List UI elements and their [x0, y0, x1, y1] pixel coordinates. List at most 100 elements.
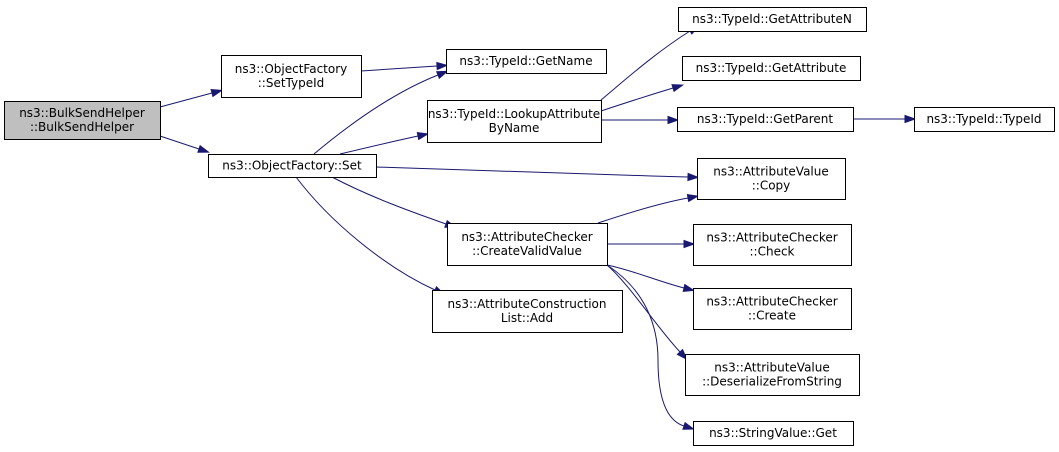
node-label: ns3::TypeId::GetAttribute — [696, 61, 847, 75]
node-box — [697, 158, 846, 200]
arrowhead — [682, 421, 695, 430]
node-box — [678, 7, 867, 32]
node-box — [221, 55, 362, 98]
edge-settypeid-to-getname — [360, 61, 449, 72]
node-label: ns3::BulkSendHelper — [19, 106, 145, 120]
node-box — [914, 107, 1055, 132]
node-create[interactable]: ns3::AttributeChecker::Create — [693, 288, 852, 330]
edge-line — [606, 264, 685, 289]
edge-line — [360, 65, 438, 72]
edge-bulk-to-settypeid — [159, 89, 224, 108]
arrowhead — [210, 89, 224, 98]
edge-createvalid-to-deser — [606, 264, 688, 361]
arrowhead — [683, 239, 696, 249]
node-box — [693, 288, 852, 330]
edge-line — [375, 166, 689, 178]
node-getname[interactable]: ns3::TypeId::GetName — [446, 49, 607, 74]
node-createvalid[interactable]: ns3::AttributeChecker::CreateValidValue — [447, 223, 608, 266]
edge-set-to-createvalid — [331, 176, 457, 228]
call-edges — [159, 24, 917, 430]
edge-line — [159, 92, 213, 108]
edge-lookup-to-getattr — [600, 84, 685, 112]
node-typeid[interactable]: ns3::TypeId::TypeId — [914, 107, 1055, 132]
node-deser[interactable]: ns3::AttributeValue::DeserializeFromStri… — [685, 354, 860, 396]
node-label: ::Copy — [752, 179, 791, 193]
node-label: ns3::AttributeChecker — [706, 295, 837, 309]
node-label: ns3::AttributeValue — [713, 165, 829, 179]
edge-lookup-to-getparent — [601, 115, 680, 125]
node-label: ns3::TypeId::GetAttributeN — [692, 12, 852, 26]
edge-createvalid-to-copy — [597, 193, 700, 224]
edge-set-to-getname — [313, 70, 449, 155]
node-box — [427, 100, 602, 143]
edge-line — [159, 135, 200, 150]
node-getattr[interactable]: ns3::TypeId::GetAttribute — [682, 56, 861, 81]
node-label: ns3::AttributeChecker — [706, 231, 837, 245]
node-strget[interactable]: ns3::StringValue::Get — [693, 421, 854, 446]
arrowhead — [435, 70, 449, 80]
node-box — [447, 223, 608, 266]
node-label: ns3::TypeId::TypeId — [926, 112, 1041, 126]
node-box — [446, 49, 607, 74]
edge-line — [606, 264, 681, 353]
edge-line — [600, 30, 691, 101]
node-label: ns3::AttributeConstruction — [448, 297, 607, 311]
arrowhead — [671, 84, 685, 93]
arrowhead — [682, 283, 696, 292]
node-label: ::Check — [750, 245, 795, 259]
node-getattrn[interactable]: ns3::TypeId::GetAttributeN — [678, 7, 867, 32]
node-box — [685, 354, 860, 396]
node-bulk[interactable]: ns3::BulkSendHelper::BulkSendHelper — [4, 101, 161, 140]
edge-createvalid-to-strget — [606, 264, 695, 430]
arrowhead — [687, 172, 700, 182]
arrowhead — [667, 115, 680, 125]
node-label: ::SetTypeId — [258, 76, 325, 90]
arrowhead — [676, 348, 688, 361]
node-label: ns3::TypeId::LookupAttribute — [428, 107, 600, 121]
node-copy[interactable]: ns3::AttributeValue::Copy — [697, 158, 846, 200]
node-box — [693, 421, 854, 446]
node-label: ns3::StringValue::Get — [709, 426, 837, 440]
edge-line — [339, 135, 419, 155]
edge-getparent-to-typeid — [853, 114, 917, 124]
edge-line — [600, 87, 674, 112]
node-box — [208, 154, 377, 178]
edge-set-to-lookup — [339, 132, 430, 155]
node-settypeid[interactable]: ns3::ObjectFactory::SetTypeId — [221, 55, 362, 98]
node-label: ns3::AttributeValue — [714, 361, 830, 375]
edge-line — [313, 74, 439, 155]
node-box — [693, 224, 852, 266]
function-nodes: ns3::BulkSendHelper::BulkSendHelperns3::… — [4, 7, 1055, 446]
node-label: ns3::AttributeChecker — [461, 230, 592, 244]
node-label: ns3::ObjectFactory::Set — [222, 159, 362, 173]
arrowhead — [416, 132, 430, 141]
edge-line — [597, 197, 689, 224]
edge-createvalid-to-create — [606, 264, 696, 292]
node-label: ::DeserializeFromString — [702, 375, 842, 389]
node-label: ::BulkSendHelper — [30, 120, 134, 134]
arrowhead — [686, 193, 700, 203]
node-set[interactable]: ns3::ObjectFactory::Set — [208, 154, 377, 178]
node-label: ByName — [489, 121, 540, 135]
node-label: ::Create — [748, 309, 796, 323]
node-label: List::Add — [501, 311, 553, 325]
node-label: ::CreateValidValue — [472, 244, 582, 258]
arrowhead — [904, 114, 917, 124]
node-getparent[interactable]: ns3::TypeId::GetParent — [677, 107, 854, 132]
edge-createvalid-to-check — [607, 239, 696, 249]
edge-line — [606, 264, 685, 427]
arrowhead — [197, 144, 210, 153]
node-box — [4, 101, 161, 140]
arrowhead — [436, 61, 449, 71]
node-check[interactable]: ns3::AttributeChecker::Check — [693, 224, 852, 266]
edge-bulk-to-set — [159, 135, 210, 153]
node-box — [677, 107, 854, 132]
node-box — [432, 290, 623, 333]
node-label: ns3::TypeId::GetName — [459, 54, 592, 68]
edge-line — [295, 176, 436, 291]
node-box — [682, 56, 861, 81]
edge-set-to-copy — [375, 166, 700, 182]
